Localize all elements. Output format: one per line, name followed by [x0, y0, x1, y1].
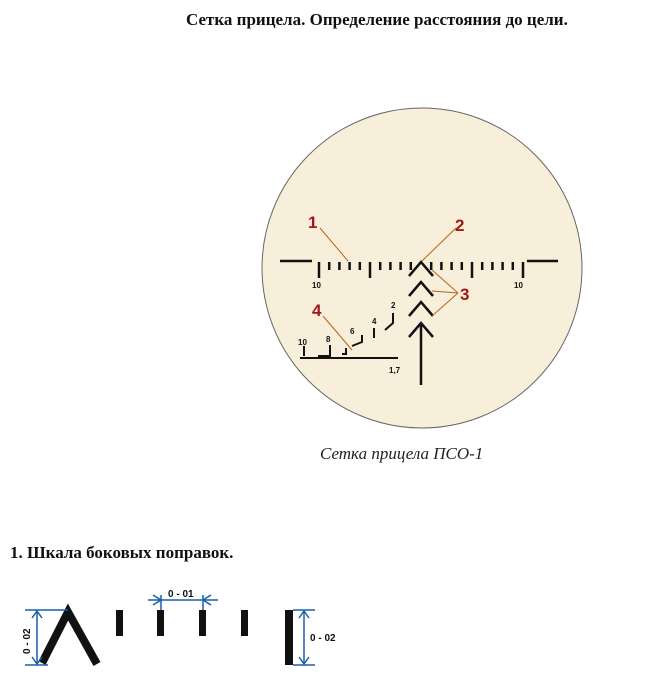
figure-caption: Сетка прицела ПСО-1: [320, 444, 484, 463]
range-label-10: 10: [298, 338, 307, 347]
range-label-4: 4: [372, 317, 377, 326]
dim-right-label: 0 - 02: [310, 633, 336, 644]
bar-mark: [116, 610, 123, 636]
range-label-2: 2: [391, 301, 396, 310]
dim-left-label: 0 - 02: [22, 628, 33, 654]
chevrons: [408, 260, 434, 385]
callout-4: 4: [312, 301, 322, 320]
range-label-6: 6: [350, 327, 355, 336]
callout-3: 3: [460, 285, 469, 304]
range-height-label: 1,7: [389, 366, 401, 375]
bar-mark: [241, 610, 248, 636]
chevron-mark: [38, 603, 101, 666]
bar-mark: [199, 610, 206, 636]
scope-circle: [261, 107, 583, 429]
rangefinder: [300, 313, 398, 359]
scale-label-right: 10: [514, 281, 523, 290]
page-title: Сетка прицела. Определение расстояния до…: [186, 10, 568, 29]
callout-leaders: [319, 227, 459, 351]
horizontal-scale: [280, 259, 558, 278]
section-heading: 1. Шкала боковых поправок.: [10, 543, 234, 562]
long-bar-mark: [285, 610, 293, 665]
bar-mark: [157, 610, 164, 636]
dim-top-label: 0 - 01: [168, 589, 194, 600]
scale-label-left: 10: [312, 281, 321, 290]
lateral-scale-figure: 0 - 02 0 - 01 0 - 02: [22, 589, 336, 666]
callout-1: 1: [308, 213, 317, 232]
callout-2: 2: [455, 216, 464, 235]
range-label-8: 8: [326, 335, 331, 344]
